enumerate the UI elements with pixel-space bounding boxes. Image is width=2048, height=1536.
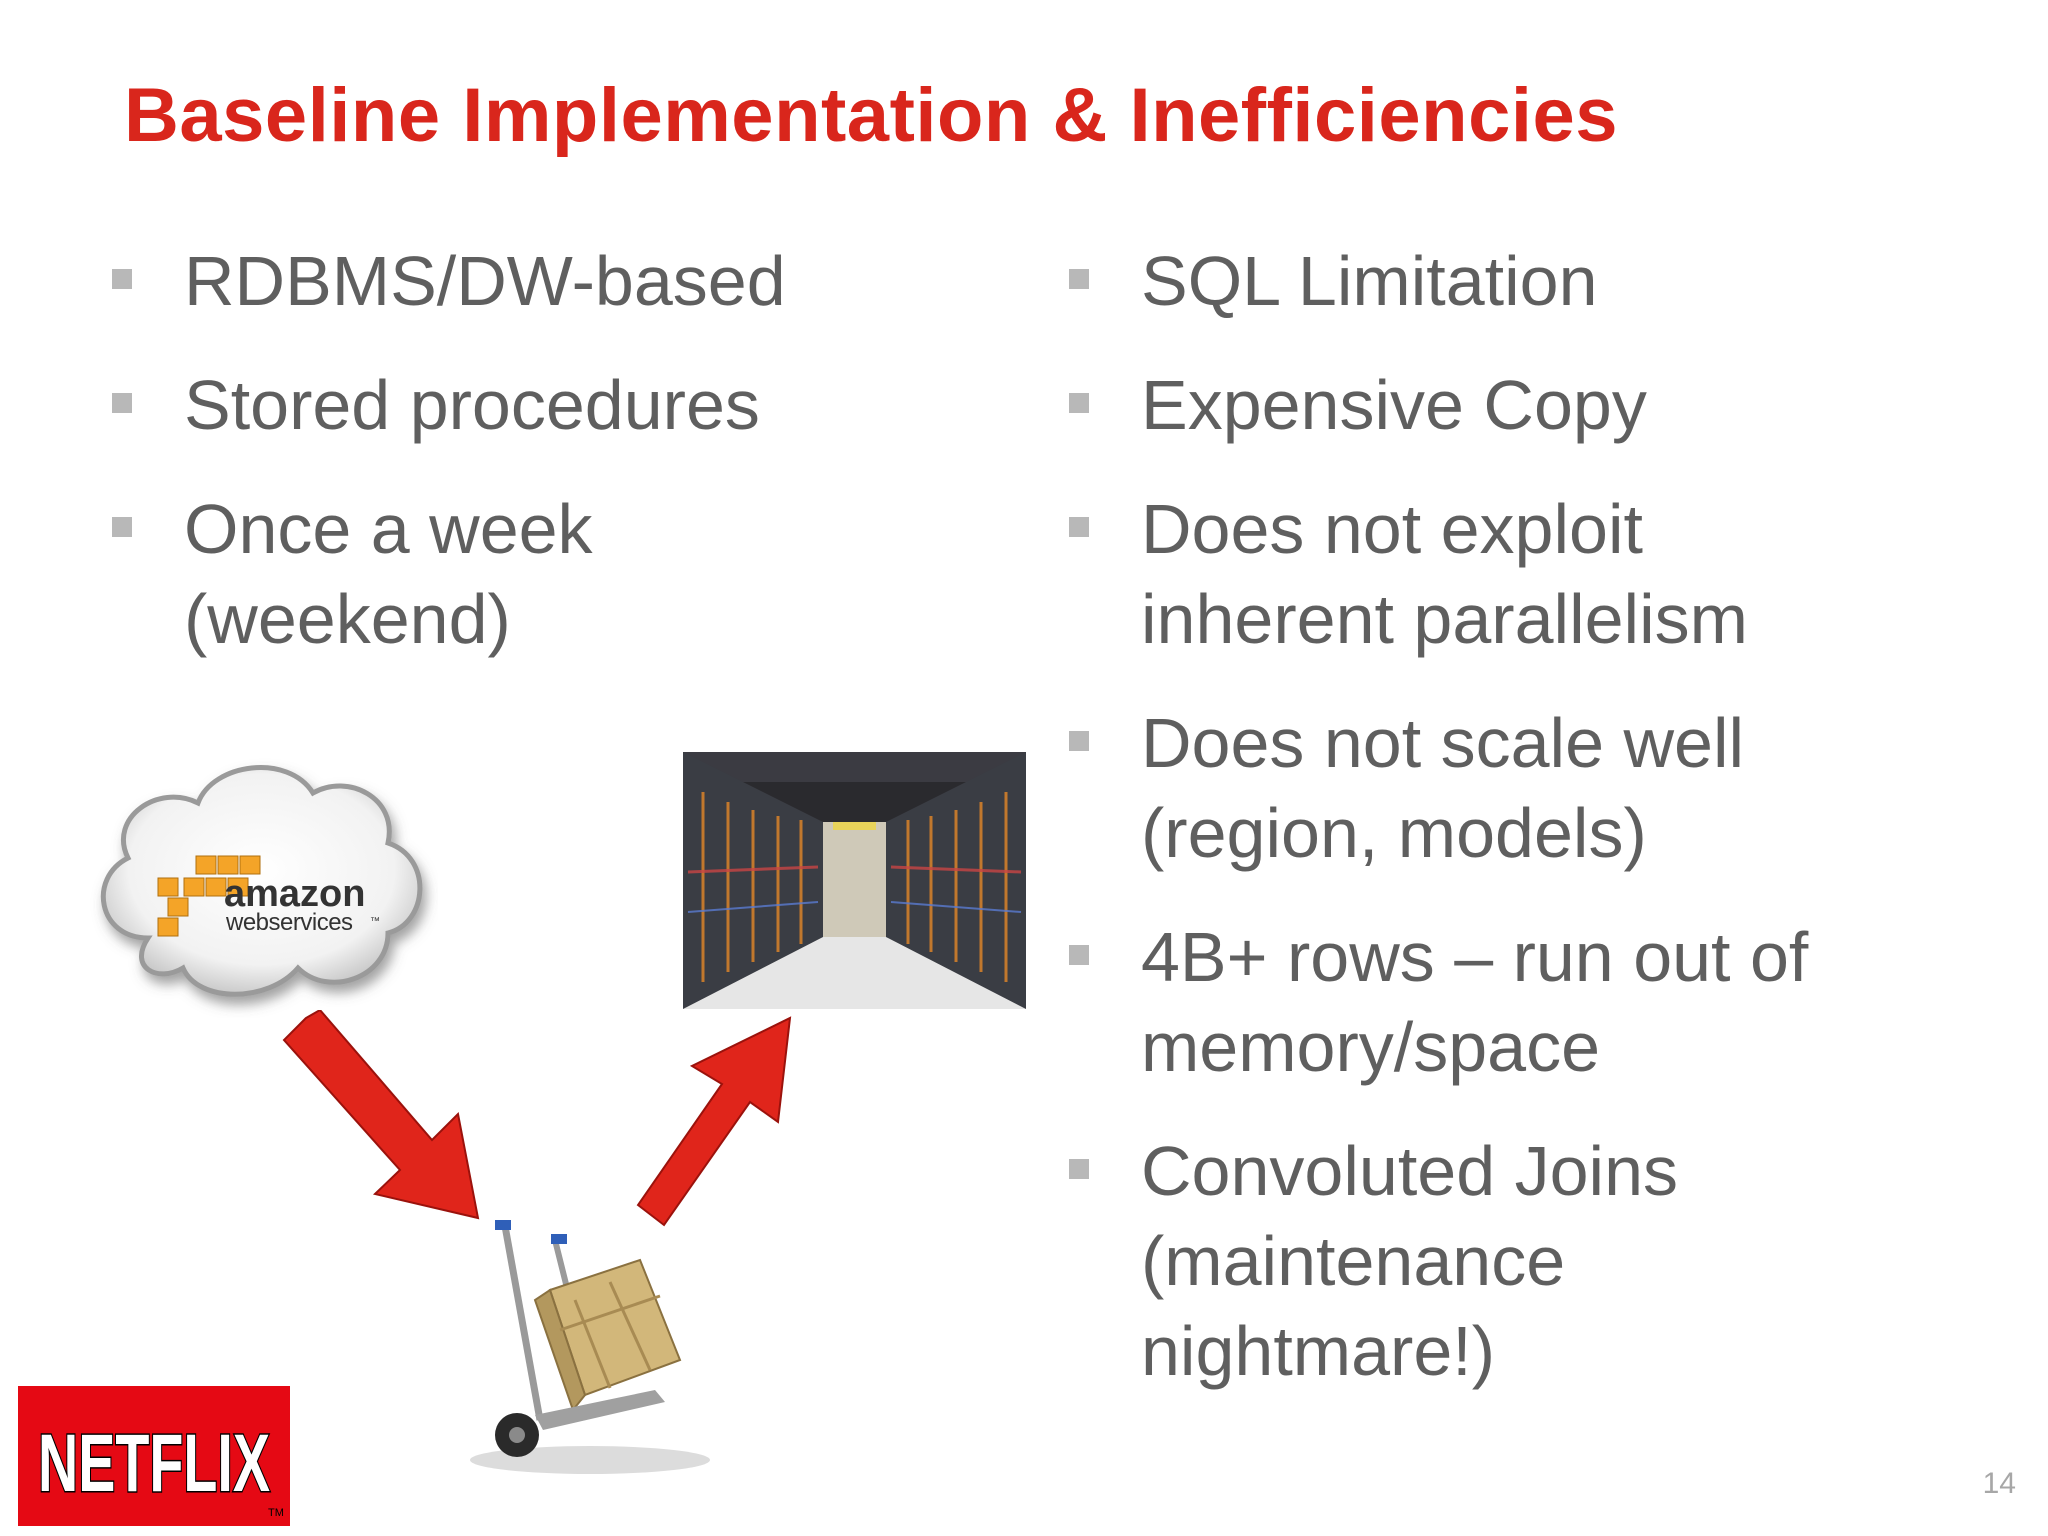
bullet-item: Convoluted Joins (maintenance nightmare!… [1069,1126,2019,1396]
bullet-item: SQL Limitation [1069,236,2019,326]
bullet-square-icon [112,393,132,413]
bullet-item: Expensive Copy [1069,360,2019,450]
aws-wordmark: amazon [224,873,365,915]
bullet-square-icon [112,269,132,289]
bullet-item: RDBMS/DW-based [112,236,992,326]
right-bullet-list: SQL Limitation Expensive Copy Does not e… [1069,236,2019,1430]
netflix-trademark: TM [268,1507,284,1519]
bullet-text: 4B+ rows – run out of [1141,918,1809,996]
bullet-text: memory/space [1141,1008,1601,1086]
aws-subtitle: webservices [225,909,353,936]
bullet-item: Stored procedures [112,360,992,450]
bullet-text: SQL Limitation [1141,242,1598,320]
data-center-photo [683,752,1026,1009]
left-bullet-list: RDBMS/DW-based Stored procedures Once a … [112,236,992,698]
bullet-text: Does not exploit [1141,490,1643,568]
netflix-wordmark-icon: NETFLIX TM [37,1417,284,1520]
bullet-square-icon [112,517,132,537]
bullet-text: (maintenance [1141,1222,1566,1300]
bullet-text: nightmare!) [1141,1312,1496,1390]
bullet-item: Does not exploit inherent parallelism [1069,484,2019,664]
arrow-up-icon [636,1016,792,1227]
bullet-text: Does not scale well [1141,704,1745,782]
bullet-square-icon [1069,1159,1089,1179]
netflix-logo: NETFLIX TM [18,1386,290,1526]
bullet-text: Once a week [184,490,593,568]
arrow-down-icon [282,1010,480,1220]
bullet-text: Convoluted Joins [1141,1132,1678,1210]
bullet-square-icon [1069,393,1089,413]
bullet-square-icon [1069,945,1089,965]
bullet-item: Does not scale well (region, models) [1069,698,2019,878]
aws-cloud-logo: amazon webservices ™ [100,765,423,997]
bullet-text: RDBMS/DW-based [184,242,786,320]
bullet-item: 4B+ rows – run out of memory/space [1069,912,2019,1092]
hand-truck-illustration [470,1220,710,1474]
bullet-square-icon [1069,269,1089,289]
aws-trademark: ™ [370,916,380,927]
bullet-text: (region, models) [1141,794,1647,872]
bullet-text: Expensive Copy [1141,366,1647,444]
bullet-text: Stored procedures [184,366,760,444]
bullet-text: (weekend) [184,580,511,658]
netflix-wordmark: NETFLIX [38,1418,270,1509]
bullet-item: Once a week (weekend) [112,484,992,664]
bullet-text: inherent parallelism [1141,580,1748,658]
page-number: 14 [1982,1467,2016,1500]
aws-cubes-icon [157,855,261,937]
slide-title: Baseline Implementation & Inefficiencies [124,73,1618,158]
bullet-square-icon [1069,517,1089,537]
cloud-shape [100,765,423,997]
bullet-square-icon [1069,731,1089,751]
